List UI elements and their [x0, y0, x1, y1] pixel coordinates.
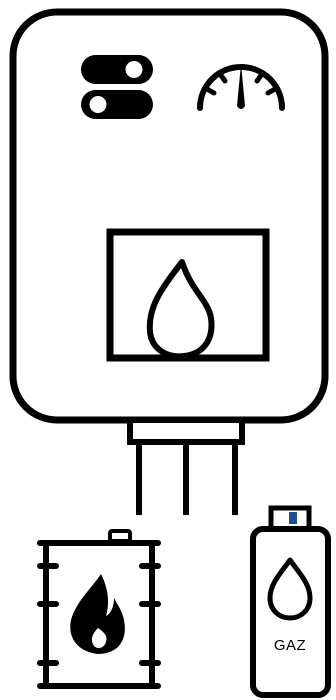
fuel-barrel [40, 531, 158, 686]
fire-window [110, 232, 266, 358]
gas-canister: GAZ [253, 508, 328, 695]
pipes [139, 442, 235, 515]
canister-valve [289, 512, 297, 524]
gas-label: GAZ [274, 637, 306, 654]
boiler [13, 12, 325, 515]
pipe-connector [130, 420, 242, 442]
